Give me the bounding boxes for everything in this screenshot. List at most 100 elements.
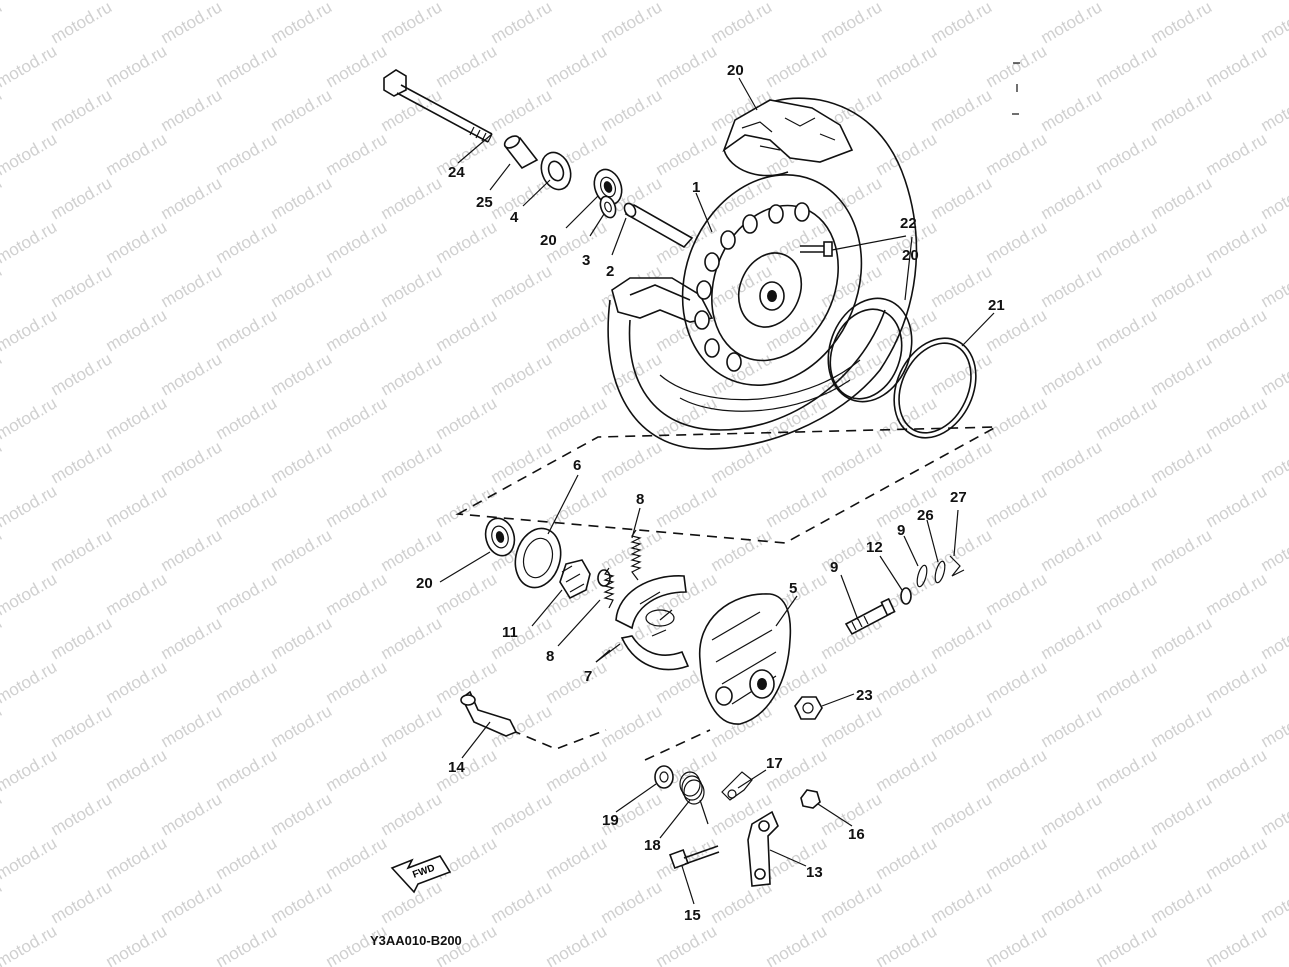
watermark-text: motod.ru [323,833,391,883]
watermark-text: motod.ru [0,0,60,3]
watermark-text: motod.ru [1203,921,1271,967]
watermark-text: motod.ru [158,789,226,839]
watermark-text: motod.ru [433,833,501,883]
watermark-text: motod.ru [1258,437,1289,487]
callout-8a: 8 [636,491,644,508]
watermark-text: motod.ru [433,217,501,267]
watermark-text: motod.ru [0,921,60,967]
indicator-plate [721,771,753,801]
watermark-text: motod.ru [0,745,60,795]
watermark-text: motod.ru [1148,877,1216,927]
watermark-text: motod.ru [1093,657,1161,707]
watermark-text: motod.ru [983,481,1051,531]
watermark-text: motod.ru [543,41,611,91]
watermark-text: motod.ru [763,481,831,531]
watermark-text: motod.ru [598,701,666,751]
watermark-text: motod.ru [928,701,996,751]
watermark-text: motod.ru [1038,85,1106,135]
watermark-text: motod.ru [818,701,886,751]
watermark-text: motod.ru [1038,877,1106,927]
watermark-text: motod.ru [323,41,391,91]
callout-28: 26 [917,507,934,524]
watermark-text: motod.ru [48,437,116,487]
rim-band [893,337,977,439]
watermark-text: motod.ru [0,393,60,443]
watermark-text: motod.ru [433,41,501,91]
watermark-text: motod.ru [1258,525,1289,575]
watermark-text: motod.ru [818,261,886,311]
watermark-text: motod.ru [873,921,941,967]
watermark-text: motod.ru [268,261,336,311]
watermark-text: motod.ru [0,877,5,927]
watermark-text: motod.ru [983,129,1051,179]
callout-29: 27 [950,489,967,506]
watermark-text: motod.ru [488,349,556,399]
watermark-text: motod.ru [48,85,116,135]
watermark-text: motod.ru [158,85,226,135]
watermark-text: motod.ru [1093,0,1161,3]
watermark-text: motod.ru [378,613,446,663]
callout-11: 11 [502,624,518,641]
watermark-text: motod.ru [928,173,996,223]
watermark-text: motod.ru [213,657,281,707]
axle-bolt [383,69,493,143]
watermark-text: motod.ru [1148,701,1216,751]
watermark-text: motod.ru [708,525,776,575]
watermark-text: motod.ru [1203,305,1271,355]
callout-10: 9 [830,559,838,576]
watermark-text: motod.ru [103,569,171,619]
callout-21: 20 [902,247,919,264]
watermark-text: motod.ru [323,393,391,443]
watermark-text: motod.ru [158,701,226,751]
watermark-text: motod.ru [1038,701,1106,751]
watermark-text: motod.ru [158,173,226,223]
watermark-text: motod.ru [653,129,721,179]
watermark-text: motod.ru [0,0,5,47]
callout-18: 18 [644,837,661,854]
watermark-text: motod.ru [0,173,5,223]
watermark-text: motod.ru [543,0,611,3]
lever-bolt [669,845,720,869]
watermark-text: motod.ru [0,701,5,751]
watermark-text: motod.ru [323,745,391,795]
watermark-text: motod.ru [763,921,831,967]
watermark-text: motod.ru [0,525,5,575]
brake-shoe [615,575,690,671]
callout-7: 7 [584,668,592,685]
watermark-text: motod.ru [1093,921,1161,967]
watermark-text: motod.ru [1093,305,1161,355]
watermark-text: motod.ru [928,789,996,839]
watermark-text: motod.ru [1258,877,1289,927]
callout-1: 1 [692,179,700,196]
watermark-text: motod.ru [598,525,666,575]
watermark-text: motod.ru [1038,261,1106,311]
brake-cam [460,690,518,737]
watermark-text: motod.ru [268,437,336,487]
watermark-text: motod.ru [158,525,226,575]
watermark-text: motod.ru [213,481,281,531]
watermark-text: motod.ru [983,393,1051,443]
watermark-text: motod.ru [818,0,886,47]
watermark-text: motod.ru [268,525,336,575]
watermark-text: motod.ru [268,173,336,223]
watermark-text: motod.ru [1258,173,1289,223]
lever-nut [800,789,821,809]
watermark-text: motod.ru [103,481,171,531]
watermark-text: motod.ru [983,569,1051,619]
watermark-text: motod.ru [983,217,1051,267]
watermark-text: motod.ru [763,41,831,91]
watermark-text: motod.ru [928,349,996,399]
watermark-text: motod.ru [543,833,611,883]
watermark-text: motod.ru [213,217,281,267]
watermark-text: motod.ru [1038,613,1106,663]
watermark-text: motod.ru [213,305,281,355]
watermark-text: motod.ru [983,921,1051,967]
watermark-text: motod.ru [378,173,446,223]
watermark-text: motod.ru [1093,217,1161,267]
watermark-text: motod.ru [1148,85,1216,135]
callout-14: 14 [448,759,465,776]
watermark-text: motod.ru [1093,41,1161,91]
watermark-text: motod.ru [268,85,336,135]
watermark-text: motod.ru [433,569,501,619]
watermark-text: motod.ru [1093,393,1161,443]
